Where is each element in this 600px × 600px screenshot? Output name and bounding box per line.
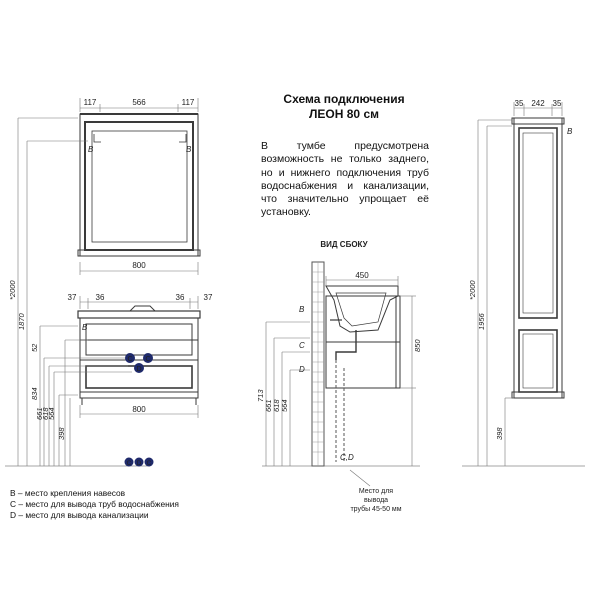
side-view-heading: ВИД СБОКУ xyxy=(320,240,368,249)
connection-d-marker xyxy=(134,363,144,373)
legend-item-d: D – место для вывода канализации xyxy=(10,510,149,520)
side-view-drawing xyxy=(311,261,401,467)
title-line-1: Схема подключения xyxy=(283,92,405,106)
vanity-dim-661: 661 xyxy=(35,407,44,420)
mirror-drawing xyxy=(77,113,201,257)
mirror-dim-right: 117 xyxy=(182,98,195,107)
side-note-line1: Место для xyxy=(359,488,393,495)
legend-item-c: C – место для вывода труб водоснабжения xyxy=(10,499,179,509)
mirror-b-mark: B xyxy=(88,145,94,154)
side-dim-713: 713 xyxy=(256,389,265,402)
description-text: В тумбе предусмотрена возможность не тол… xyxy=(261,140,429,219)
side-b-mark: B xyxy=(299,305,305,314)
side-dim-661: 661 xyxy=(264,399,273,412)
side-depth-label: 450 xyxy=(355,271,369,280)
side-dim-618: 618 xyxy=(272,399,281,412)
side-note-line3: трубы 45-50 мм xyxy=(350,505,401,513)
vanity-dim-564: 564 xyxy=(47,407,56,420)
side-height-label: 850 xyxy=(413,339,422,352)
connection-c-marker-right xyxy=(143,353,153,363)
diagram-title: Схема подключения ЛЕОН 80 см xyxy=(255,92,433,122)
marker-d-label: D xyxy=(136,366,141,373)
legend-item-b: B – место крепления навесов xyxy=(10,488,126,498)
column-mount-height: 1956 xyxy=(477,312,486,330)
vanity-dim-1: 37 xyxy=(68,293,77,302)
marker-c-label: C xyxy=(127,356,132,363)
column-dim-right: 35 xyxy=(553,99,562,108)
vanity-dim-52: 52 xyxy=(30,343,39,352)
vanity-dim-2: 36 xyxy=(96,293,105,302)
side-c-mark: C xyxy=(299,341,305,350)
column-total-height: *2000 xyxy=(468,280,477,300)
floor-connection-markers: C D C xyxy=(124,457,154,467)
floor-marker-label: D xyxy=(137,460,142,467)
vanity-width-label: 800 xyxy=(132,405,146,414)
column-dim-left: 35 xyxy=(515,99,524,108)
side-note-line2: вывода xyxy=(364,497,388,504)
mirror-width-label: 800 xyxy=(132,261,146,270)
vanity-dim-398: 398 xyxy=(57,427,66,440)
title-line-2: ЛЕОН 80 см xyxy=(309,107,379,121)
mirror-mount-height: 1870 xyxy=(17,312,26,330)
mirror-dim-center: 566 xyxy=(132,98,146,107)
side-cd-mark: C,D xyxy=(340,453,354,462)
vanity-dim-618: 618 xyxy=(41,407,50,420)
connection-c-marker-left xyxy=(125,353,135,363)
side-dim-564: 564 xyxy=(280,399,289,412)
column-b-mark: B xyxy=(567,127,573,136)
vanity-b-mark: B xyxy=(82,323,88,332)
mirror-total-height: *2000 xyxy=(8,280,17,300)
vanity-dim-3: 36 xyxy=(176,293,185,302)
floor-marker-label: C xyxy=(147,460,152,467)
floor-marker-label: C xyxy=(127,460,132,467)
vanity-dim-834: 834 xyxy=(30,387,39,400)
column-dim-center: 242 xyxy=(531,99,545,108)
vanity-dim-4: 37 xyxy=(204,293,213,302)
side-d-mark: D xyxy=(299,365,305,374)
mirror-dim-left: 117 xyxy=(84,98,97,107)
marker-c-label: C xyxy=(145,356,150,363)
legend: B – место крепления навесов C – место дл… xyxy=(10,488,179,521)
mirror-b-mark-right: B xyxy=(186,145,192,154)
column-drawing xyxy=(511,117,565,399)
column-base-height: 398 xyxy=(495,427,504,440)
vanity-drawing xyxy=(77,305,201,405)
